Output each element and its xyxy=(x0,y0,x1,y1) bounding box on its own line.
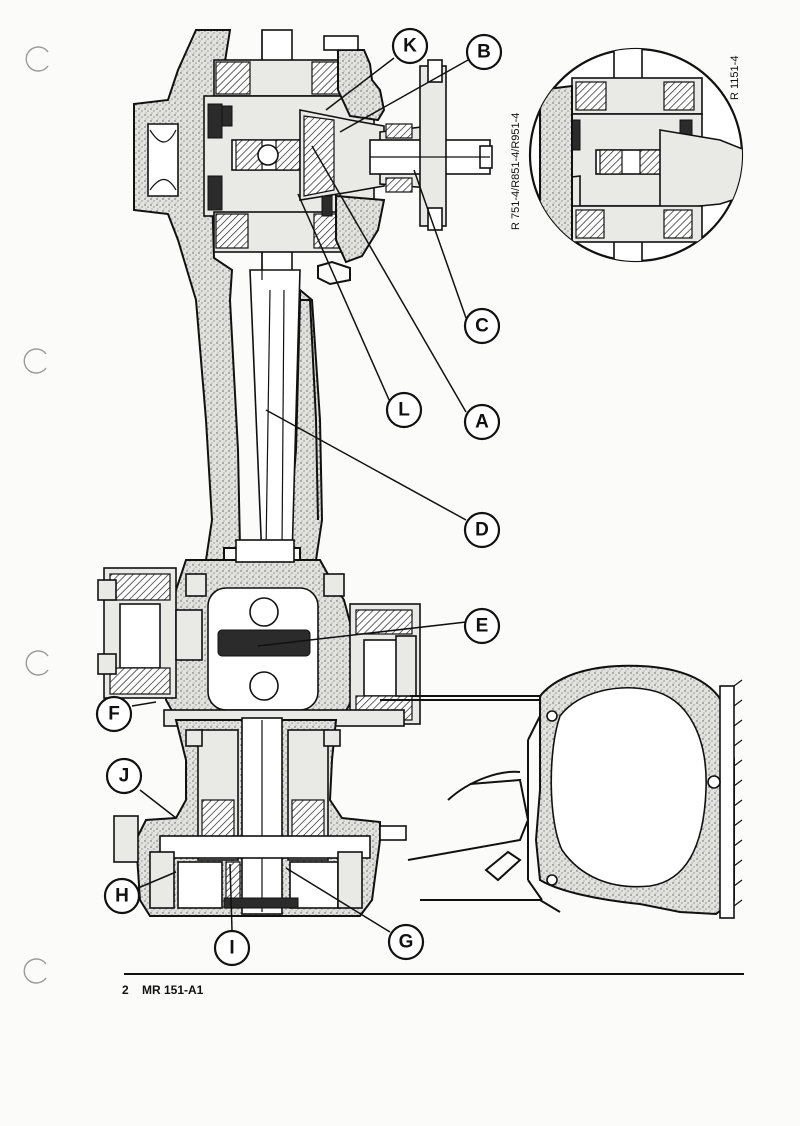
callout-label-E: E xyxy=(476,616,489,637)
binder-holes xyxy=(23,46,49,984)
callout-B: B xyxy=(465,33,503,71)
leader-lines xyxy=(131,57,469,933)
steering-knuckle-assembly xyxy=(97,539,421,727)
callout-label-I: I xyxy=(229,938,234,959)
callout-label-B: B xyxy=(477,42,491,63)
callout-J: J xyxy=(105,757,143,795)
wheel-hub-assembly xyxy=(113,717,407,917)
callout-C: C xyxy=(463,307,501,345)
callout-F: F xyxy=(95,695,133,733)
main-model-reference: R 751-4/R851-4/R951-4 xyxy=(510,113,522,230)
callout-label-A: A xyxy=(475,412,489,433)
callout-label-F: F xyxy=(108,704,120,725)
pinion-shaft xyxy=(369,59,493,231)
callout-label-C: C xyxy=(475,316,489,337)
differential-assembly xyxy=(203,35,386,286)
page-number: 2 xyxy=(122,983,129,997)
callout-G: G xyxy=(387,923,425,961)
inset-detail-view xyxy=(528,47,744,263)
callout-I: I xyxy=(213,929,251,967)
callout-A: A xyxy=(463,403,501,441)
inset-model-reference: R 1151-4 xyxy=(729,56,741,100)
callout-H: H xyxy=(103,877,141,915)
callout-D: D xyxy=(463,511,501,549)
callout-label-G: G xyxy=(399,932,414,953)
callout-label-H: H xyxy=(115,886,129,907)
callout-L: L xyxy=(385,391,423,429)
callout-K: K xyxy=(391,27,429,65)
callout-label-D: D xyxy=(475,520,489,541)
callout-label-J: J xyxy=(119,766,130,787)
callout-E: E xyxy=(463,607,501,645)
callout-label-L: L xyxy=(398,400,410,421)
wheel-and-tyre xyxy=(380,664,743,919)
callout-label-K: K xyxy=(403,36,417,57)
document-code: MR 151-A1 xyxy=(142,983,204,997)
